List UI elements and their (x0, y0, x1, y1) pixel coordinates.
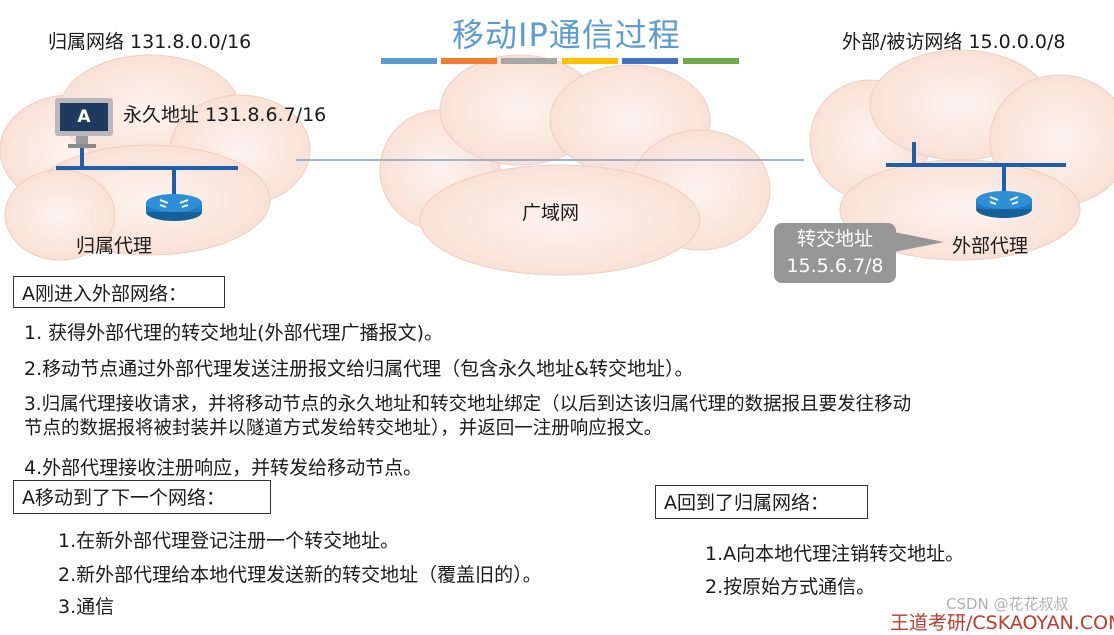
home-network-label: 归属网络 131.8.0.0/16 (48, 31, 252, 53)
wan-cloud (379, 54, 771, 276)
monitor-stand (76, 136, 88, 146)
enter-step-3-line1: 3.归属代理接收请求，并将移动节点的永久地址和转交地址绑定（以后到达该归属代理的… (24, 394, 912, 415)
foreign-agent-label: 外部代理 (952, 235, 1029, 257)
monitor-base (68, 144, 96, 148)
enter-step-4: 4.外部代理接收注册响应，并转发给移动节点。 (24, 457, 423, 479)
callout-pointer (894, 232, 944, 252)
host-a-label: A (60, 103, 108, 131)
csdn-watermark: CSDN @花花叔叔 (946, 595, 1069, 613)
enter-foreign-heading: A刚进入外部网络： (13, 276, 225, 308)
move-next-heading: A移动到了下一个网络： (13, 480, 271, 514)
page-title: 移动IP通信过程 (452, 16, 681, 54)
care-of-address-callout: 转交地址 15.5.6.7/8 (774, 223, 896, 283)
enter-step-1: 1. 获得外部代理的转交地址(外部代理广播报文)。 (24, 322, 443, 344)
callout-line1: 转交地址 (796, 228, 873, 250)
return-home-heading: A回到了归属网络： (655, 485, 868, 519)
title-underline-gray (501, 58, 557, 64)
return-step-2: 2.按原始方式通信。 (705, 576, 876, 598)
host-a-computer-icon: A (55, 98, 113, 136)
permanent-address-label: 永久地址 131.8.6.7/16 (123, 104, 327, 126)
enter-step-2: 2.移动节点通过外部代理发送注册报文给归属代理（包含永久地址&转交地址）。 (24, 358, 694, 380)
foreign-network-label: 外部/被访网络 15.0.0.0/8 (842, 31, 1066, 53)
network-diagram-graphics (0, 49, 1114, 276)
move-step-2: 2.新外部代理给本地代理发送新的转交地址（覆盖旧的）。 (58, 564, 542, 586)
return-step-1: 1.A向本地代理注销转交地址。 (705, 543, 965, 565)
home-router-icon (146, 194, 202, 221)
move-step-3: 3.通信 (58, 596, 115, 618)
enter-step-3-line2: 节点的数据报将被封装并以隧道方式发给转交地址），并返回一注册响应报文。 (24, 418, 663, 439)
home-agent-label: 归属代理 (76, 235, 153, 257)
publisher-watermark: 王道考研/CSKAOYAN.COM (890, 612, 1114, 634)
title-underline-orange (441, 58, 497, 64)
wan-label: 广域网 (522, 202, 580, 224)
foreign-router-icon (976, 191, 1032, 218)
move-step-1: 1.在新外部代理登记注册一个转交地址。 (58, 530, 400, 552)
title-underline-green (683, 58, 739, 64)
home-network-cloud (0, 54, 311, 261)
title-underline-darkblue (622, 58, 678, 64)
callout-line2: 15.5.6.7/8 (786, 255, 884, 277)
title-underline-yellow (562, 58, 618, 64)
title-underline-blue (381, 58, 437, 64)
